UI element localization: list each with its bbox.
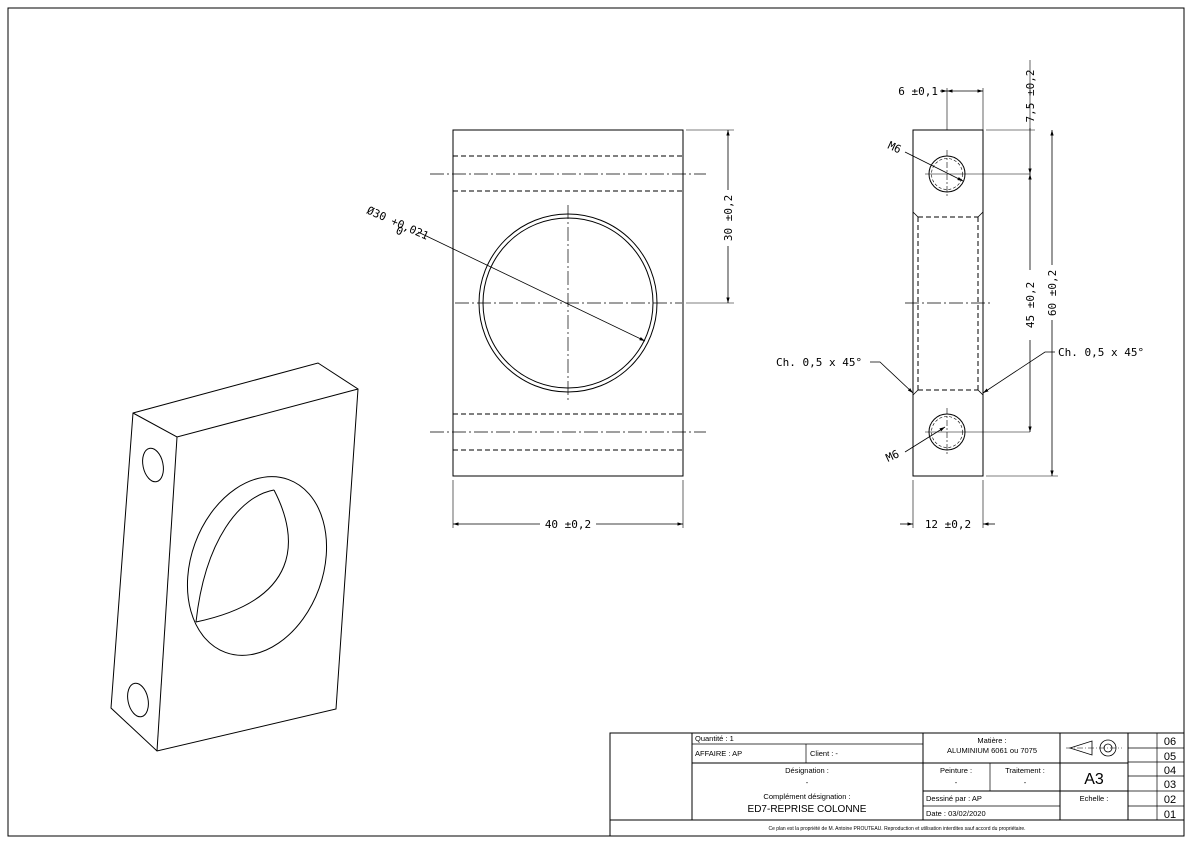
side-dim-top-offset: 7,5 ±0,2	[1024, 70, 1037, 123]
side-dim-spacing: 45 ±0,2	[1024, 282, 1037, 328]
tb-rev-04: 04	[1164, 765, 1176, 777]
tb-traitement-label: Traitement :	[1005, 766, 1045, 775]
iso-bore-outer	[186, 476, 328, 656]
tb-quantite: Quantité : 1	[695, 734, 734, 743]
tb-peinture-label: Peinture :	[940, 766, 972, 775]
iso-side-hole-bottom	[127, 682, 149, 718]
front-dim-height: 30 ±0,2	[722, 195, 735, 241]
tb-designation-value: -	[806, 778, 809, 787]
iso-bore-inner-lip	[195, 489, 275, 623]
sheet-border	[7, 7, 1185, 837]
front-outline	[452, 129, 684, 477]
tb-designation-label: Désignation :	[785, 766, 829, 775]
tb-dessine: Dessiné par : AP	[926, 794, 982, 803]
side-view	[870, 60, 1058, 528]
side-dim-total: 60 ±0,2	[1046, 270, 1059, 316]
tb-echelle: Echelle :	[1080, 794, 1109, 803]
front-dim-width: 40 ±0,2	[545, 518, 591, 531]
projection-symbol-icon	[1066, 739, 1122, 757]
tb-format: A3	[1084, 771, 1104, 788]
tb-date: Date : 03/02/2020	[926, 809, 986, 818]
iso-front-edge-top	[132, 388, 359, 438]
iso-outline	[110, 362, 359, 752]
tb-traitement-value: -	[1024, 778, 1027, 787]
title-block	[609, 732, 1185, 837]
tb-rev-06: 06	[1164, 736, 1176, 748]
tb-affaire: AFFAIRE : AP	[695, 749, 742, 758]
tb-peinture-value: -	[955, 778, 958, 787]
side-chamfer-left: Ch. 0,5 x 45°	[776, 356, 862, 369]
tb-client: Client : -	[810, 749, 838, 758]
side-chamfer-right: Ch. 0,5 x 45°	[1058, 346, 1144, 359]
tb-rev-01: 01	[1164, 809, 1176, 821]
side-hole-bottom-label: M6	[884, 447, 902, 464]
front-view	[417, 129, 734, 528]
tb-matiere-label: Matière :	[977, 736, 1006, 745]
side-hole-top-label: M6	[886, 139, 904, 156]
tb-rev-02: 02	[1164, 794, 1176, 806]
iso-side-hole-top	[142, 447, 164, 483]
tb-rev-03: 03	[1164, 779, 1176, 791]
tb-complement-label: Complément désignation :	[763, 792, 850, 801]
front-dim-bore-lower: 0	[394, 224, 405, 239]
side-dim-width: 12 ±0,2	[925, 518, 971, 531]
iso-bore-inner	[195, 489, 289, 623]
side-dim-top: 6 ±0,1	[898, 85, 938, 98]
tb-matiere-value: ALUMINIUM 6061 ou 7075	[947, 746, 1037, 755]
tb-complement-value: ED7-REPRISE COLONNE	[748, 804, 867, 815]
tb-footer: Ce plan est la propriété de M. Antoine P…	[768, 826, 1025, 832]
iso-front-edge-vertical	[156, 436, 178, 752]
tb-rev-05: 05	[1164, 751, 1176, 763]
isometric-view	[110, 362, 359, 752]
